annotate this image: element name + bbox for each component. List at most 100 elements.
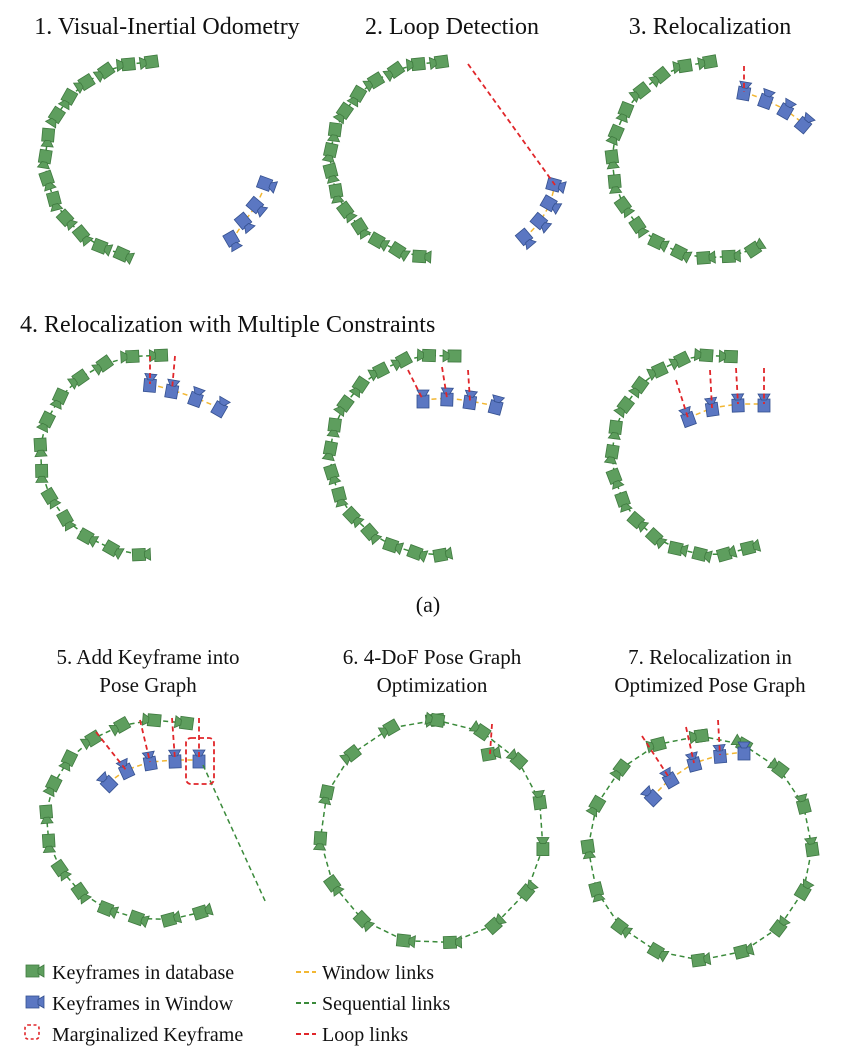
database-keyframe-icon <box>388 240 411 263</box>
database-keyframe-icon <box>609 758 631 782</box>
database-keyframe-icon <box>803 836 820 858</box>
panel-multi-constraint-1 <box>33 348 231 562</box>
database-keyframe-icon <box>50 858 72 882</box>
window-keyframe-icon <box>545 176 567 195</box>
database-keyframe-icon <box>72 72 96 95</box>
database-keyframe-icon <box>79 729 103 751</box>
database-keyframe-icon <box>416 348 437 363</box>
database-keyframe-icon <box>588 881 606 903</box>
sequential-links <box>329 354 454 556</box>
database-keyframe-icon <box>626 510 650 533</box>
database-keyframe-icon <box>323 463 342 486</box>
loop-link <box>717 719 721 756</box>
loop-link <box>171 717 176 761</box>
database-keyframe-icon <box>669 243 693 264</box>
legend-window-link-label: Window links <box>322 962 434 984</box>
database-keyframe-icon <box>25 964 45 978</box>
title-optimized-line1: 7. Relocalization in <box>628 645 792 669</box>
title-loop-detection: 2. Loop Detection <box>365 14 539 40</box>
window-keyframe-icon <box>757 87 776 111</box>
loop-link <box>467 63 556 186</box>
database-keyframe-icon <box>331 486 349 508</box>
panel-multi-constraint-2 <box>321 348 506 563</box>
panel-add-keyframe <box>39 712 267 929</box>
database-keyframe-icon <box>321 440 339 462</box>
window-keyframe-icon <box>659 766 680 790</box>
database-keyframe-icon <box>614 490 633 513</box>
database-keyframe-icon <box>76 527 100 548</box>
database-keyframe-icon <box>127 909 150 929</box>
loop-link <box>735 367 739 405</box>
database-keyframe-icon <box>647 232 670 253</box>
window-links <box>231 183 267 241</box>
database-keyframe-icon <box>92 61 116 83</box>
database-keyframe-icon <box>333 394 355 418</box>
window-keyframe-icon <box>529 211 553 234</box>
window-keyframe-icon <box>776 97 797 121</box>
database-keyframe-icon <box>367 361 391 382</box>
panel-loop-detection <box>321 54 567 264</box>
sequential-links <box>39 354 160 556</box>
database-keyframe-icon <box>721 249 741 264</box>
database-keyframe-icon <box>613 195 636 219</box>
database-keyframe-icon <box>148 348 169 363</box>
database-keyframe-icon <box>696 250 716 265</box>
database-keyframe-icon <box>468 719 492 742</box>
database-keyframe-icon <box>628 215 650 239</box>
database-keyframe-icon <box>96 899 120 920</box>
loop-link <box>441 366 448 399</box>
window-keyframe-icon <box>757 393 771 413</box>
database-keyframe-icon <box>38 169 57 192</box>
database-keyframe-icon <box>360 522 383 546</box>
database-keyframe-icon <box>40 127 56 148</box>
database-keyframe-icon <box>138 54 160 71</box>
database-keyframe-icon <box>395 933 416 949</box>
sequential-links <box>319 719 544 944</box>
database-keyframe-icon <box>536 837 550 856</box>
legend-loop-link-label: Loop links <box>322 1024 408 1046</box>
database-keyframe-icon <box>342 505 365 529</box>
panel-multi-constraint-3 <box>603 347 771 564</box>
database-keyframe-icon <box>603 443 620 465</box>
legend-database-keyframe-icon <box>25 964 45 978</box>
title-add-keyframe-line2: Pose Graph <box>99 673 197 697</box>
window-keyframe-icon <box>440 387 455 407</box>
database-keyframe-icon <box>442 935 463 949</box>
window-keyframe-icon <box>233 211 256 235</box>
database-keyframe-icon <box>693 347 714 363</box>
database-keyframe-icon <box>646 361 669 381</box>
window-keyframe-icon <box>684 751 703 773</box>
window-links <box>149 383 221 409</box>
database-keyframe-icon <box>615 100 635 124</box>
database-keyframe-icon <box>688 728 710 745</box>
database-keyframe-icon <box>610 917 634 939</box>
database-keyframe-icon <box>516 879 539 902</box>
database-keyframe-icon <box>120 349 140 364</box>
database-keyframe-icon <box>362 71 386 93</box>
database-keyframe-icon <box>339 743 362 766</box>
window-keyframe-icon <box>639 784 663 808</box>
database-keyframe-icon <box>141 712 162 728</box>
window-keyframe-icon <box>487 394 506 416</box>
window-keyframe-icon <box>514 227 537 251</box>
sequential-links <box>44 61 151 256</box>
database-keyframe-icon <box>605 123 625 147</box>
database-keyframe-icon <box>627 375 650 399</box>
legend-marginalized-label: Marginalized Keyframe <box>52 1024 243 1046</box>
title-4dof-line1: 6. 4-DoF Pose Graph <box>343 645 522 669</box>
window-keyframe-icon <box>245 195 269 218</box>
loop-link <box>407 369 424 401</box>
database-keyframe-icon <box>91 237 114 257</box>
database-keyframe-icon <box>45 190 64 212</box>
database-keyframe-icon <box>322 162 340 184</box>
database-keyframe-icon <box>348 375 370 399</box>
loop-link <box>467 369 471 402</box>
database-keyframe-icon <box>115 57 136 73</box>
sequential-link-to-marginalized <box>202 764 267 904</box>
database-keyframe-icon <box>191 902 214 921</box>
window-keyframe-icon <box>222 229 243 253</box>
window-keyframe-icon <box>142 373 158 393</box>
database-keyframe-icon <box>424 711 446 728</box>
database-keyframe-icon <box>321 141 339 164</box>
